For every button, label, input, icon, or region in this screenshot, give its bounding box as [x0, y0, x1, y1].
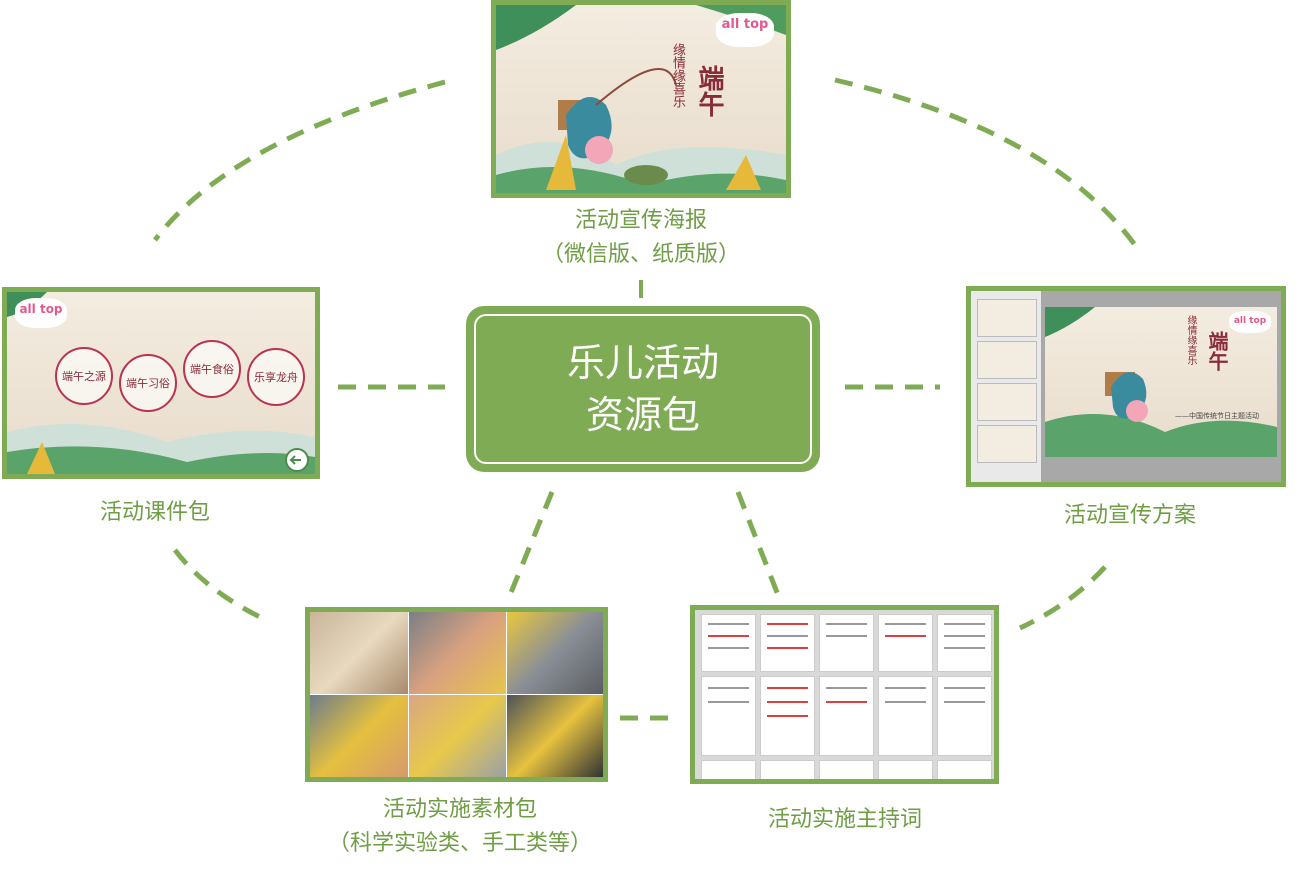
arc-bottom-right: [1018, 565, 1107, 631]
resource-pack-hub: 乐儿活动 资源包: [466, 306, 820, 472]
arc-bottom-left: [173, 548, 264, 621]
poster-thumbnail: all top 缘情缘喜乐 端午: [491, 0, 791, 198]
courseware-item-4: 乐享龙舟: [247, 348, 305, 406]
hub-title-line2: 资源包: [585, 393, 700, 437]
poster-artwork: [496, 5, 786, 193]
arc-top-right: [834, 77, 1138, 247]
courseware-thumbnail: all top 端午之源 端午习俗 端午食俗 乐享龙舟: [2, 287, 320, 479]
poster-label: 活动宣传海报: [574, 208, 707, 233]
plan-label: 活动宣传方案: [1063, 503, 1196, 528]
alltop-logo: all top: [15, 298, 67, 328]
poster-sublabel: （微信版、纸质版）: [541, 242, 740, 267]
script-label: 活动实施主持词: [767, 807, 922, 832]
alltop-logo: all top: [1229, 311, 1271, 333]
courseware-label: 活动课件包: [99, 500, 210, 525]
courseware-item-1: 端午之源: [55, 347, 113, 405]
arc-top-left: [153, 79, 446, 242]
courseware-item-2: 端午习俗: [119, 354, 177, 412]
plan-thumbnail: all top 缘情缘喜乐 端午 ——中国传统节日主题活动: [966, 286, 1286, 487]
materials-thumbnail: [305, 607, 608, 782]
courseware-item-3: 端午食俗: [183, 340, 241, 398]
materials-sublabel: （科学实验类、手工类等）: [327, 831, 592, 856]
line-bottom-right: [735, 491, 781, 596]
plan-title: 端午: [1205, 331, 1229, 371]
line-bottom-left: [507, 491, 555, 596]
materials-label: 活动实施素材包: [382, 797, 537, 822]
plan-subtitle: ——中国传统节日主题活动: [1175, 412, 1259, 420]
plan-slide-artwork: [1045, 307, 1277, 457]
plan-vertical-text: 缘情缘喜乐: [1185, 315, 1196, 365]
script-thumbnail: [690, 605, 999, 784]
poster-vertical-text: 缘情缘喜乐: [670, 43, 685, 108]
alltop-logo: all top: [716, 13, 774, 47]
hub-title-line1: 乐儿活动: [566, 341, 719, 385]
poster-title: 端午: [694, 65, 724, 117]
